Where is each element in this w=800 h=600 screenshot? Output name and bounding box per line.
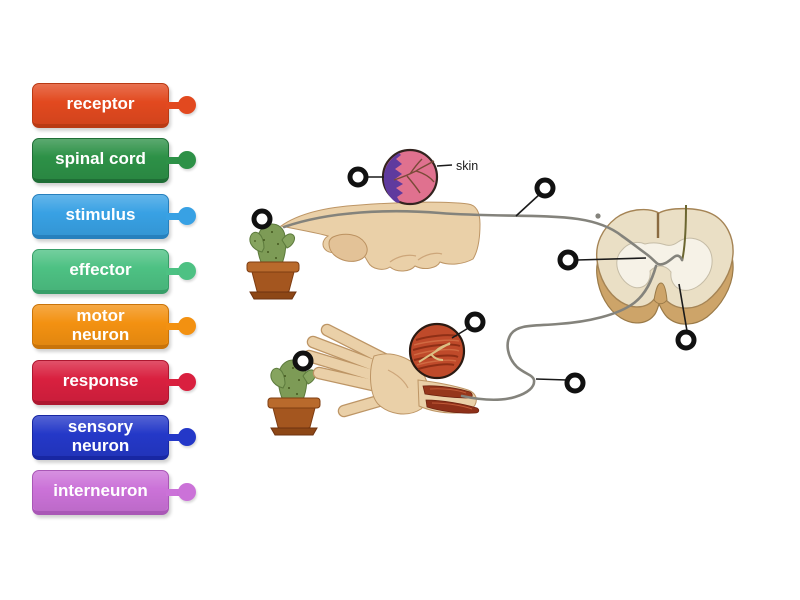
label-text: receptor — [66, 94, 135, 114]
label-pill[interactable]: interneuron — [32, 470, 169, 515]
connector-stem — [166, 213, 184, 220]
answer-slot-5[interactable] — [675, 329, 697, 351]
spinal-cord-cross-section — [595, 204, 734, 325]
label-chip-stimulus[interactable]: stimulus — [32, 194, 232, 239]
connector-stem — [166, 379, 184, 386]
connector-stem — [166, 268, 184, 275]
label-chip-interneuron[interactable]: interneuron — [32, 470, 232, 515]
label-pill[interactable]: stimulus — [32, 194, 169, 239]
label-chip-motor-neuron[interactable]: motor neuron — [32, 304, 232, 349]
ganglion-dot — [595, 213, 601, 219]
label-pill[interactable]: sensory neuron — [32, 415, 169, 460]
answer-slot-3[interactable] — [534, 177, 556, 199]
label-chip-sensory-neuron[interactable]: sensory neuron — [32, 415, 232, 460]
label-pill[interactable]: effector — [32, 249, 169, 294]
label-text: interneuron — [53, 481, 148, 501]
connector-stem — [166, 489, 184, 496]
connector-dot[interactable] — [178, 151, 196, 169]
pointing-hand — [279, 201, 481, 272]
open-hand — [302, 323, 480, 418]
connector-dot[interactable] — [178, 317, 196, 335]
label-text: motor neuron — [71, 305, 130, 344]
answer-slot-6[interactable] — [464, 311, 486, 333]
answer-slot-7[interactable] — [564, 372, 586, 394]
sensory-nerve-path — [282, 209, 684, 266]
label-text: stimulus — [65, 205, 136, 225]
connector-dot[interactable] — [178, 207, 196, 225]
label-text: spinal cord — [55, 149, 146, 169]
label-pill[interactable]: motor neuron — [32, 304, 169, 349]
connector-stem — [166, 323, 184, 330]
connector-dot[interactable] — [178, 373, 196, 391]
ascending-tract-line — [681, 204, 687, 262]
connector-dot[interactable] — [178, 262, 196, 280]
connector-dot[interactable] — [178, 428, 196, 446]
label-pill[interactable]: spinal cord — [32, 138, 169, 183]
connector-dot[interactable] — [178, 483, 196, 501]
muscle-magnifier — [408, 322, 466, 380]
label-chip-response[interactable]: response — [32, 360, 232, 405]
connector-dot[interactable] — [178, 96, 196, 114]
answer-slot-8[interactable] — [292, 350, 314, 372]
label-chip-spinal-cord[interactable]: spinal cord — [32, 138, 232, 183]
label-text: response — [62, 371, 139, 391]
label-pill[interactable]: receptor — [32, 83, 169, 128]
label-pill[interactable]: response — [32, 360, 169, 405]
skin-caption: skin — [456, 159, 478, 173]
label-text: effector — [69, 260, 132, 280]
cactus-top — [246, 223, 300, 300]
connector-stem — [166, 434, 184, 441]
connector-stem — [166, 157, 184, 164]
label-text: sensory neuron — [67, 416, 134, 455]
motor-end-plate — [418, 342, 451, 363]
epidermis-purple — [383, 153, 403, 203]
answer-slot-4[interactable] — [557, 249, 579, 271]
skin-magnifier: skin — [381, 148, 478, 206]
label-chip-receptor[interactable]: receptor — [32, 83, 232, 128]
label-chip-effector[interactable]: effector — [32, 249, 232, 294]
answer-slot-1[interactable] — [347, 166, 369, 188]
motor-nerve-path — [460, 264, 658, 401]
connector-stem — [166, 102, 184, 109]
pointer-lines — [366, 176, 688, 381]
cactus-bottom — [267, 359, 321, 436]
answer-slot-2[interactable] — [251, 208, 273, 230]
